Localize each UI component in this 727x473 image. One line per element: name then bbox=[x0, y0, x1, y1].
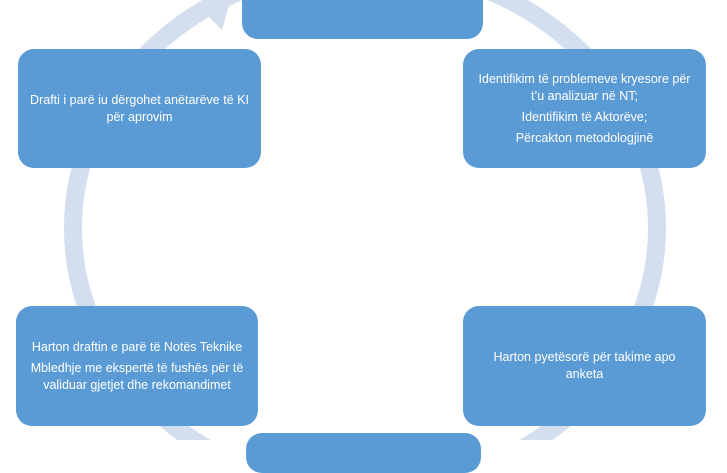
step-text: Drafti i parë iu dërgohet anëtarëve të K… bbox=[30, 92, 249, 124]
step-text: Mbledhje me ekspertë të fushës për të va… bbox=[30, 360, 244, 392]
step-text: Identifikim të Aktorëve; bbox=[521, 109, 648, 124]
step-left-top-box: Drafti i parë iu dërgohet anëtarëve të K… bbox=[18, 49, 261, 168]
step-text: Identifikim të problemeve kryesore për t… bbox=[478, 71, 691, 103]
step-text: Përcakton metodologjinë bbox=[515, 130, 654, 145]
step-right-bottom-box: Harton pyetësorë për takime apo anketa bbox=[463, 306, 706, 426]
step-text: Harton draftin e parë të Notës Teknike bbox=[31, 339, 243, 354]
step-bottom-box bbox=[246, 433, 481, 473]
step-right-top-box: Identifikim të problemeve kryesore për t… bbox=[463, 49, 706, 168]
step-text: Harton pyetësorë për takime apo anketa bbox=[493, 350, 676, 381]
step-left-bottom-box: Harton draftin e parë të Notës Teknike M… bbox=[16, 306, 258, 426]
step-top-box bbox=[242, 0, 483, 39]
arrow-head-icon bbox=[200, 0, 231, 30]
cycle-arc bbox=[64, 0, 666, 440]
cycle-ring bbox=[64, 0, 666, 440]
